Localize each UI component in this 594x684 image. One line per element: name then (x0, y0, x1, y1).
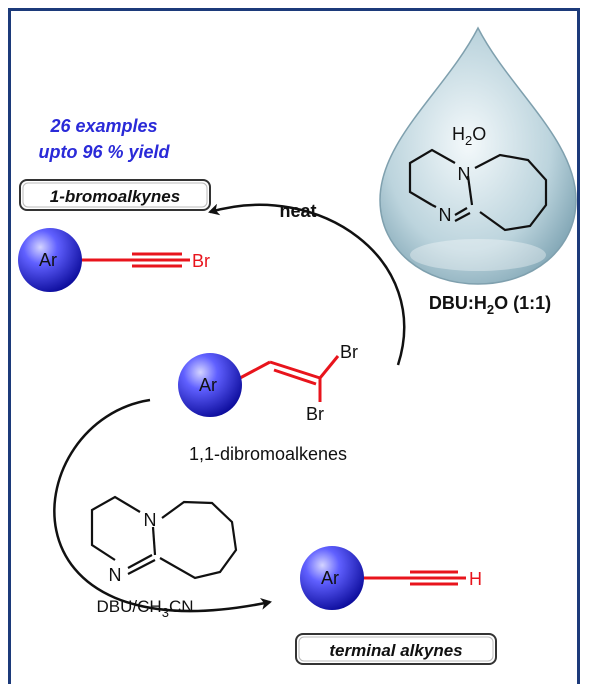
dbu-lower-nitrogen-1: N (144, 510, 157, 530)
terminal-alkynes-label: terminal alkynes (329, 641, 462, 660)
arrow-dbu-ch3cn (53, 398, 272, 613)
bromoalkynes-label: 1-bromoalkynes (50, 187, 180, 206)
neat-label: neat (279, 201, 316, 221)
bromine-atom-product: Br (192, 251, 210, 271)
max-yield: upto 96 % yield (38, 142, 170, 162)
aryl-label-bromoalkyne: Ar (39, 250, 57, 270)
aryl-sphere-bromoalkyne (18, 228, 82, 292)
hydrogen-atom: H (469, 569, 482, 589)
water-formula: H2O (452, 124, 486, 148)
bromoalkynes-label-box (19, 179, 211, 211)
aryl-label-terminal-alkyne: Ar (321, 568, 339, 588)
aryl-sphere-dibromoalkene (178, 353, 242, 417)
double-bond-alkene (269, 360, 321, 380)
aryl-label-dibromoalkene: Ar (199, 375, 217, 395)
dbu-structure-lower (90, 495, 238, 580)
examples-count: 26 examples (49, 116, 157, 136)
aryl-sphere-terminal-alkyne (300, 546, 364, 610)
bromine-atom-2: Br (306, 404, 324, 424)
terminal-alkynes-label-box (295, 633, 497, 665)
dbu-structure-drop (408, 148, 548, 232)
dbu-water-label: DBU:H2O (1:1) (429, 293, 551, 317)
dibromoalkenes-label: 1,1-dibromoalkenes (189, 444, 347, 464)
water-drop (379, 26, 577, 285)
dbu-acetonitrile-label: DBU/CH3CN (97, 597, 194, 620)
dbu-nitrogen-1: N (458, 164, 471, 184)
arrow-neat (208, 203, 406, 366)
figure-frame (8, 8, 580, 684)
bromine-atom-1: Br (340, 342, 358, 362)
dbu-lower-nitrogen-2: N (109, 565, 122, 585)
dbu-nitrogen-2: N (439, 205, 452, 225)
